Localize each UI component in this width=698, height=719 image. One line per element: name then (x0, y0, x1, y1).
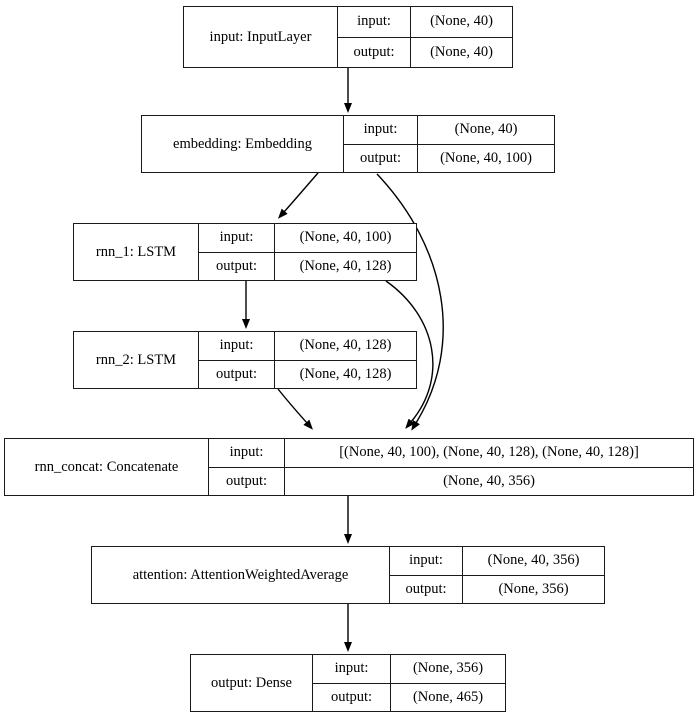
node-embedding: embedding: Embedding input: (None, 40) o… (141, 115, 555, 173)
input-row: input: (None, 356) (313, 655, 505, 684)
layer-name-label: rnn_concat: Concatenate (5, 439, 209, 495)
node-input-inputlayer: input: InputLayer input: (None, 40) outp… (183, 6, 513, 68)
output-shape: (None, 465) (412, 688, 484, 705)
layer-name-label: output: Dense (191, 655, 313, 711)
input-shape: (None, 356) (412, 660, 484, 677)
output-key: output: (338, 37, 411, 67)
input-shape: (None, 40, 100) (299, 229, 392, 246)
layer-name-label: attention: AttentionWeightedAverage (92, 547, 390, 603)
layer-name-label: rnn_2: LSTM (74, 332, 199, 388)
layer-name-label: embedding: Embedding (142, 116, 344, 172)
output-shape: (None, 40, 128) (299, 257, 392, 274)
input-shape: (None, 40, 356) (487, 552, 580, 569)
io-table: input: (None, 40) output: (None, 40) (338, 7, 512, 67)
output-shape: (None, 40, 100) (440, 149, 532, 166)
node-rnn1-lstm: rnn_1: LSTM input: (None, 40, 100) outpu… (73, 223, 417, 281)
input-shape: [(None, 40, 100), (None, 40, 128), (None… (339, 444, 639, 461)
output-key: output: (199, 252, 275, 280)
output-row: output: (None, 40, 356) (209, 467, 693, 495)
io-table: input: (None, 40, 100) output: (None, 40… (199, 224, 416, 280)
edge-embedding-to-rnn1 (277, 172, 319, 219)
node-output-dense: output: Dense input: (None, 356) output:… (190, 654, 506, 712)
input-key: input: (338, 7, 411, 37)
output-row: output: (None, 356) (390, 575, 604, 603)
input-shape: (None, 40) (430, 13, 493, 30)
output-shape: (None, 40, 128) (299, 365, 392, 382)
layer-name-label: input: InputLayer (184, 7, 338, 67)
input-row: input: (None, 40, 356) (390, 547, 604, 576)
output-key: output: (313, 683, 391, 711)
input-key: input: (344, 116, 418, 144)
input-row: input: (None, 40) (344, 116, 554, 145)
output-shape: (None, 40) (430, 43, 493, 60)
input-row: input: (None, 40, 128) (199, 332, 416, 361)
input-key: input: (313, 655, 391, 683)
input-key: input: (199, 332, 275, 360)
input-key: input: (390, 547, 463, 575)
input-row: input: (None, 40) (338, 7, 512, 38)
edge-rnn2-to-rnnconcat (277, 388, 313, 430)
layer-name-label: rnn_1: LSTM (74, 224, 199, 280)
output-key: output: (344, 144, 418, 172)
output-key: output: (199, 360, 275, 388)
node-rnn2-lstm: rnn_2: LSTM input: (None, 40, 128) outpu… (73, 331, 417, 389)
io-table: input: (None, 40, 128) output: (None, 40… (199, 332, 416, 388)
output-row: output: (None, 40, 128) (199, 360, 416, 388)
input-key: input: (199, 224, 275, 252)
output-row: output: (None, 40, 100) (344, 144, 554, 172)
output-row: output: (None, 40, 128) (199, 252, 416, 280)
input-row: input: (None, 40, 100) (199, 224, 416, 253)
io-table: input: (None, 40, 356) output: (None, 35… (390, 547, 604, 603)
output-key: output: (390, 575, 463, 603)
node-rnnconcat-concatenate: rnn_concat: Concatenate input: [(None, 4… (4, 438, 694, 496)
output-key: output: (209, 467, 285, 495)
output-shape: (None, 356) (498, 580, 569, 597)
input-shape: (None, 40) (454, 121, 518, 138)
io-table: input: (None, 40) output: (None, 40, 100… (344, 116, 554, 172)
output-row: output: (None, 465) (313, 683, 505, 711)
io-table: input: [(None, 40, 100), (None, 40, 128)… (209, 439, 693, 495)
io-table: input: (None, 356) output: (None, 465) (313, 655, 505, 711)
input-row: input: [(None, 40, 100), (None, 40, 128)… (209, 439, 693, 468)
output-row: output: (None, 40) (338, 37, 512, 67)
node-attention-weighted-average: attention: AttentionWeightedAverage inpu… (91, 546, 605, 604)
input-shape: (None, 40, 128) (299, 337, 392, 354)
output-shape: (None, 40, 356) (443, 472, 535, 489)
input-key: input: (209, 439, 285, 467)
